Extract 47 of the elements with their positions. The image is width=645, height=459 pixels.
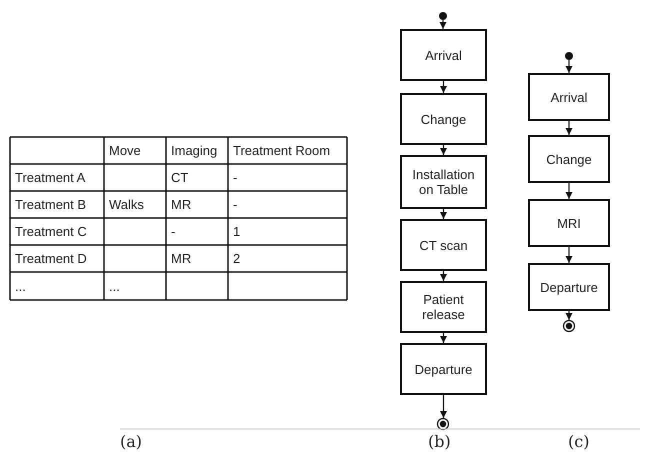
arrow xyxy=(440,209,448,219)
table-cell-text: ... xyxy=(108,278,121,296)
arrow xyxy=(440,81,448,93)
process-box: Arrival xyxy=(400,29,487,81)
process-box: Arrival xyxy=(528,73,610,121)
table-cell-text: - xyxy=(232,169,238,187)
process-box: Departure xyxy=(400,343,487,395)
column-header: Move xyxy=(108,142,142,160)
end-bullseye xyxy=(436,418,450,430)
process-box: Patient release xyxy=(400,281,487,333)
panel-caption: (c) xyxy=(568,432,590,451)
panel-caption: (a) xyxy=(120,432,142,451)
process-box: MRI xyxy=(528,199,610,247)
table-cell-text: Walks xyxy=(108,196,145,214)
row-header: Treatment C xyxy=(14,223,88,241)
process-box: CT scan xyxy=(400,219,487,271)
table-cell-text: 2 xyxy=(232,250,242,268)
table-cell-text: - xyxy=(170,223,176,241)
column-header: Imaging xyxy=(170,142,218,160)
process-box: Change xyxy=(528,135,610,183)
panel-caption: (b) xyxy=(428,432,451,451)
arrow xyxy=(565,183,573,199)
row-header: Treatment B xyxy=(14,196,88,214)
arrow xyxy=(440,395,448,418)
process-box: Departure xyxy=(528,263,610,311)
row-header: Treatment A xyxy=(14,169,86,187)
arrow xyxy=(440,271,448,281)
table-cell-text: - xyxy=(232,196,238,214)
table-cell-text: 1 xyxy=(232,223,242,241)
arrow xyxy=(440,333,448,343)
process-box: Installation on Table xyxy=(400,155,487,209)
row-header: Treatment D xyxy=(14,250,88,268)
arrow xyxy=(439,20,447,29)
table-cell-text: CT xyxy=(170,169,190,187)
start-dot xyxy=(439,12,447,20)
arrow xyxy=(565,121,573,135)
end-bullseye xyxy=(562,320,576,332)
arrow xyxy=(565,311,573,320)
row-header: ... xyxy=(14,278,27,296)
table-cell-text: MR xyxy=(170,250,192,268)
table-cell-text: MR xyxy=(170,196,192,214)
process-box: Change xyxy=(400,93,487,145)
arrow xyxy=(565,247,573,263)
column-header: Treatment Room xyxy=(232,142,332,160)
start-dot xyxy=(565,52,573,60)
arrow xyxy=(565,60,573,73)
arrow xyxy=(440,145,448,155)
